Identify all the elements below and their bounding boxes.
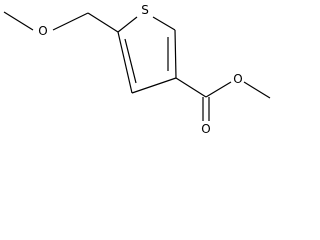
- bond-ring-c3-to-c4: [131, 77, 177, 94]
- bond-sulfur-to-ring-c2: [152, 16, 176, 31]
- chemical-structure-diagram: O S O O: [3, 3, 271, 136]
- atom-label-ether-oxygen: O: [38, 24, 47, 38]
- bond-alkoxy-oxygen-to-methyl: [243, 81, 271, 99]
- atom-label-ester-alkoxy-oxygen: O: [233, 72, 242, 86]
- bond-ring-c3-to-carbonyl-carbon: [175, 77, 207, 98]
- bond-ring-c2-to-c3: [174, 29, 177, 79]
- bond-ring-c4-to-c5: [117, 31, 133, 94]
- atom-label-sulfur: S: [141, 3, 149, 17]
- bond-methyl-to-ether-oxygen: [3, 11, 34, 31]
- bond-ring-c4-to-c5-inner: [124, 38, 137, 84]
- bond-methylene-to-ring-c5: [87, 12, 119, 33]
- bond-ring-c5-to-sulfur: [117, 16, 138, 33]
- bond-ether-oxygen-to-methylene: [52, 12, 89, 31]
- bond-carbonyl-carbon-to-alkoxy-oxygen: [205, 81, 232, 98]
- atom-label-carbonyl-oxygen: O: [201, 122, 210, 136]
